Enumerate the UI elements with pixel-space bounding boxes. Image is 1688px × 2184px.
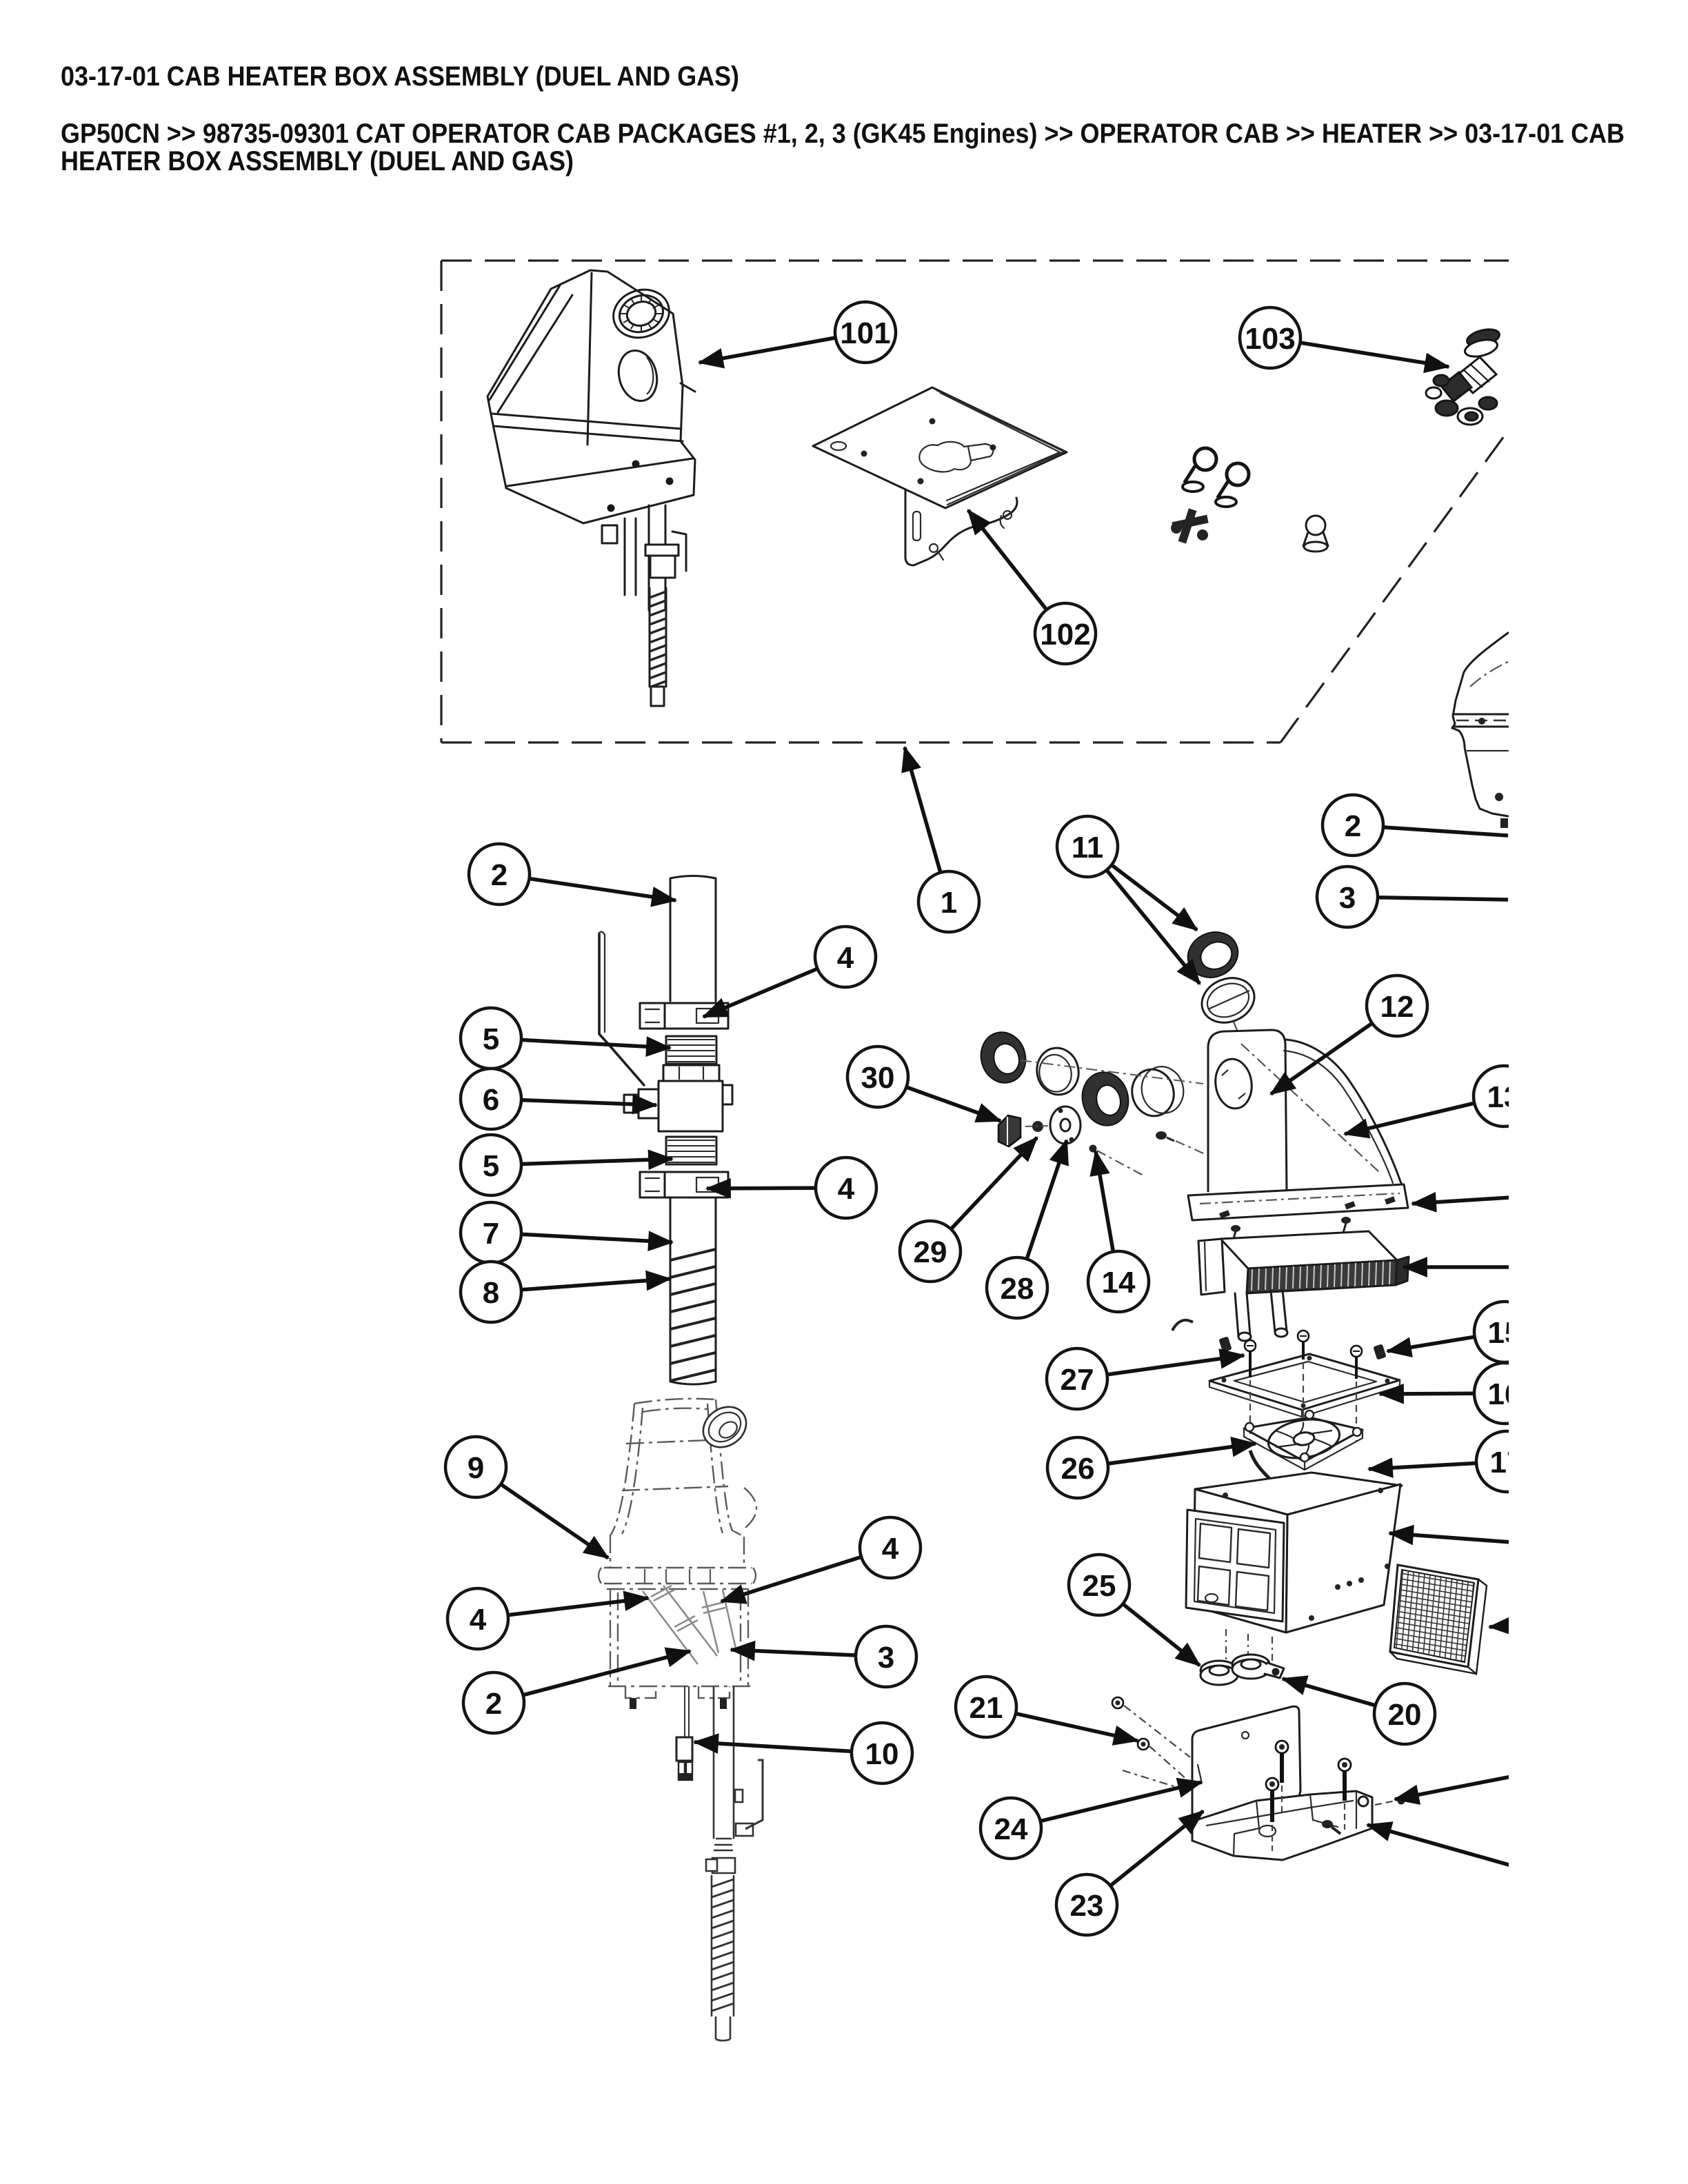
svg-text:2: 2 [485, 1687, 502, 1721]
svg-text:4: 4 [837, 941, 854, 975]
svg-text:29: 29 [914, 1235, 947, 1269]
svg-text:4: 4 [882, 1532, 899, 1566]
svg-text:7: 7 [483, 1217, 499, 1251]
svg-text:21: 21 [969, 1691, 1003, 1725]
svg-text:4: 4 [838, 1172, 855, 1206]
svg-text:12: 12 [1380, 990, 1414, 1024]
svg-text:27: 27 [1061, 1363, 1094, 1397]
svg-text:4: 4 [470, 1603, 487, 1637]
svg-text:03-17-01 CAB HEATER BOX ASSEMB: 03-17-01 CAB HEATER BOX ASSEMBLY (DUEL A… [61, 61, 739, 92]
svg-text:102: 102 [1040, 618, 1090, 651]
svg-text:6: 6 [483, 1083, 499, 1117]
svg-text:11: 11 [1072, 831, 1104, 865]
svg-text:1: 1 [941, 886, 957, 920]
svg-text:GP50CN >> 98735-09301 CAT OPER: GP50CN >> 98735-09301 CAT OPERATOR CAB P… [61, 119, 1625, 149]
svg-text:2: 2 [1345, 809, 1361, 843]
svg-text:23: 23 [1070, 1889, 1104, 1923]
svg-text:20: 20 [1388, 1698, 1422, 1732]
svg-text:9: 9 [468, 1451, 484, 1485]
svg-text:2: 2 [491, 858, 508, 892]
svg-text:10: 10 [865, 1737, 899, 1771]
svg-text:8: 8 [483, 1276, 499, 1310]
svg-text:24: 24 [994, 1812, 1028, 1846]
svg-text:3: 3 [1339, 881, 1356, 915]
svg-text:25: 25 [1083, 1569, 1116, 1603]
svg-text:101: 101 [840, 316, 890, 350]
svg-text:28: 28 [1001, 1272, 1034, 1306]
svg-text:5: 5 [483, 1149, 499, 1183]
svg-text:103: 103 [1245, 322, 1295, 356]
svg-text:HEATER BOX ASSEMBLY (DUEL AND: HEATER BOX ASSEMBLY (DUEL AND GAS) [61, 146, 574, 176]
svg-text:30: 30 [861, 1061, 895, 1095]
svg-text:14: 14 [1102, 1266, 1136, 1300]
svg-text:5: 5 [483, 1022, 499, 1056]
svg-text:26: 26 [1061, 1452, 1095, 1486]
svg-text:3: 3 [878, 1641, 894, 1675]
